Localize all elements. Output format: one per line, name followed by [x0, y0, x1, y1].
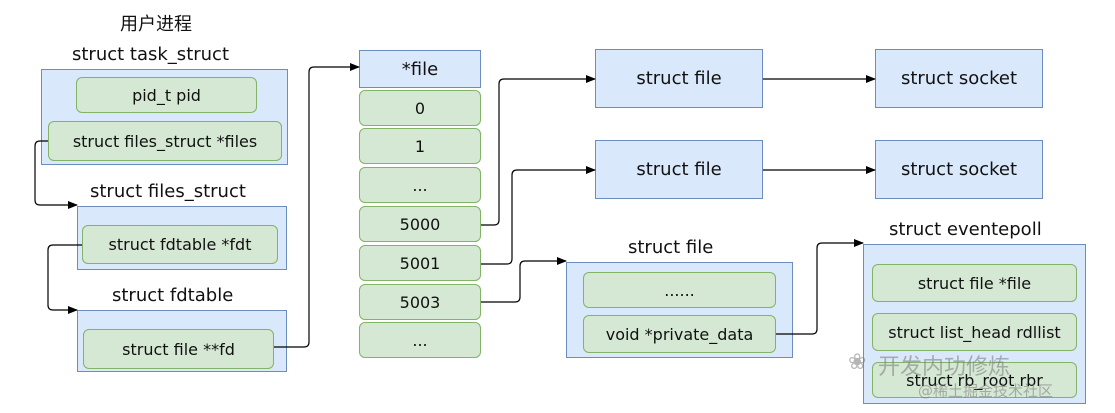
files-struct-fdt-field: struct fdtable *fdt [82, 225, 278, 264]
fdtable-title: struct fdtable [112, 285, 234, 306]
files-struct-title: struct files_struct [90, 181, 246, 202]
arrow-5003-to-epoll-file [481, 257, 567, 303]
fd-cell: 1 [359, 128, 481, 164]
eventpoll-rbr-field: struct rb_root rbr [872, 362, 1077, 398]
arrow-5000-to-file1 [481, 75, 596, 226]
epoll-file-private-data-field: void *private_data [583, 315, 776, 353]
struct-socket-box-1: struct socket [875, 49, 1043, 108]
watermark-title: 开发内功修炼 [878, 355, 1011, 380]
eventpoll-title: struct eventepoll [889, 219, 1042, 240]
fdtable-fd-field: struct file **fd [83, 329, 274, 369]
fd-cell: 5000 [359, 206, 481, 242]
fd-cell: ... [359, 322, 481, 358]
eventpoll-file-field: struct file *file [872, 264, 1077, 302]
fd-array-header: *file [359, 50, 481, 88]
task-struct-files-field: struct files_struct *files [48, 121, 282, 161]
struct-file-box-1: struct file [595, 49, 763, 108]
process-title: 用户进程 [120, 14, 192, 35]
epoll-file-title: struct file [628, 237, 714, 258]
fd-cell: 5001 [359, 245, 481, 281]
fd-cell: 0 [359, 90, 481, 126]
epoll-file-dots-field: ...... [583, 272, 776, 308]
eventpoll-rdllist-field: struct list_head rdllist [872, 313, 1077, 351]
struct-file-box-2: struct file [595, 140, 763, 199]
watermark-subtitle: @稀土掘金技术社区 [918, 382, 1054, 400]
task-struct-pid-field: pid_t pid [76, 77, 257, 113]
arrow-5001-to-file2 [481, 166, 596, 265]
fd-cell: ... [359, 167, 481, 203]
watermark-logo-icon: ❀ [848, 350, 867, 375]
struct-socket-box-2: struct socket [875, 140, 1043, 199]
fd-cell: 5003 [359, 284, 481, 320]
task-struct-title: struct task_struct [72, 44, 230, 65]
